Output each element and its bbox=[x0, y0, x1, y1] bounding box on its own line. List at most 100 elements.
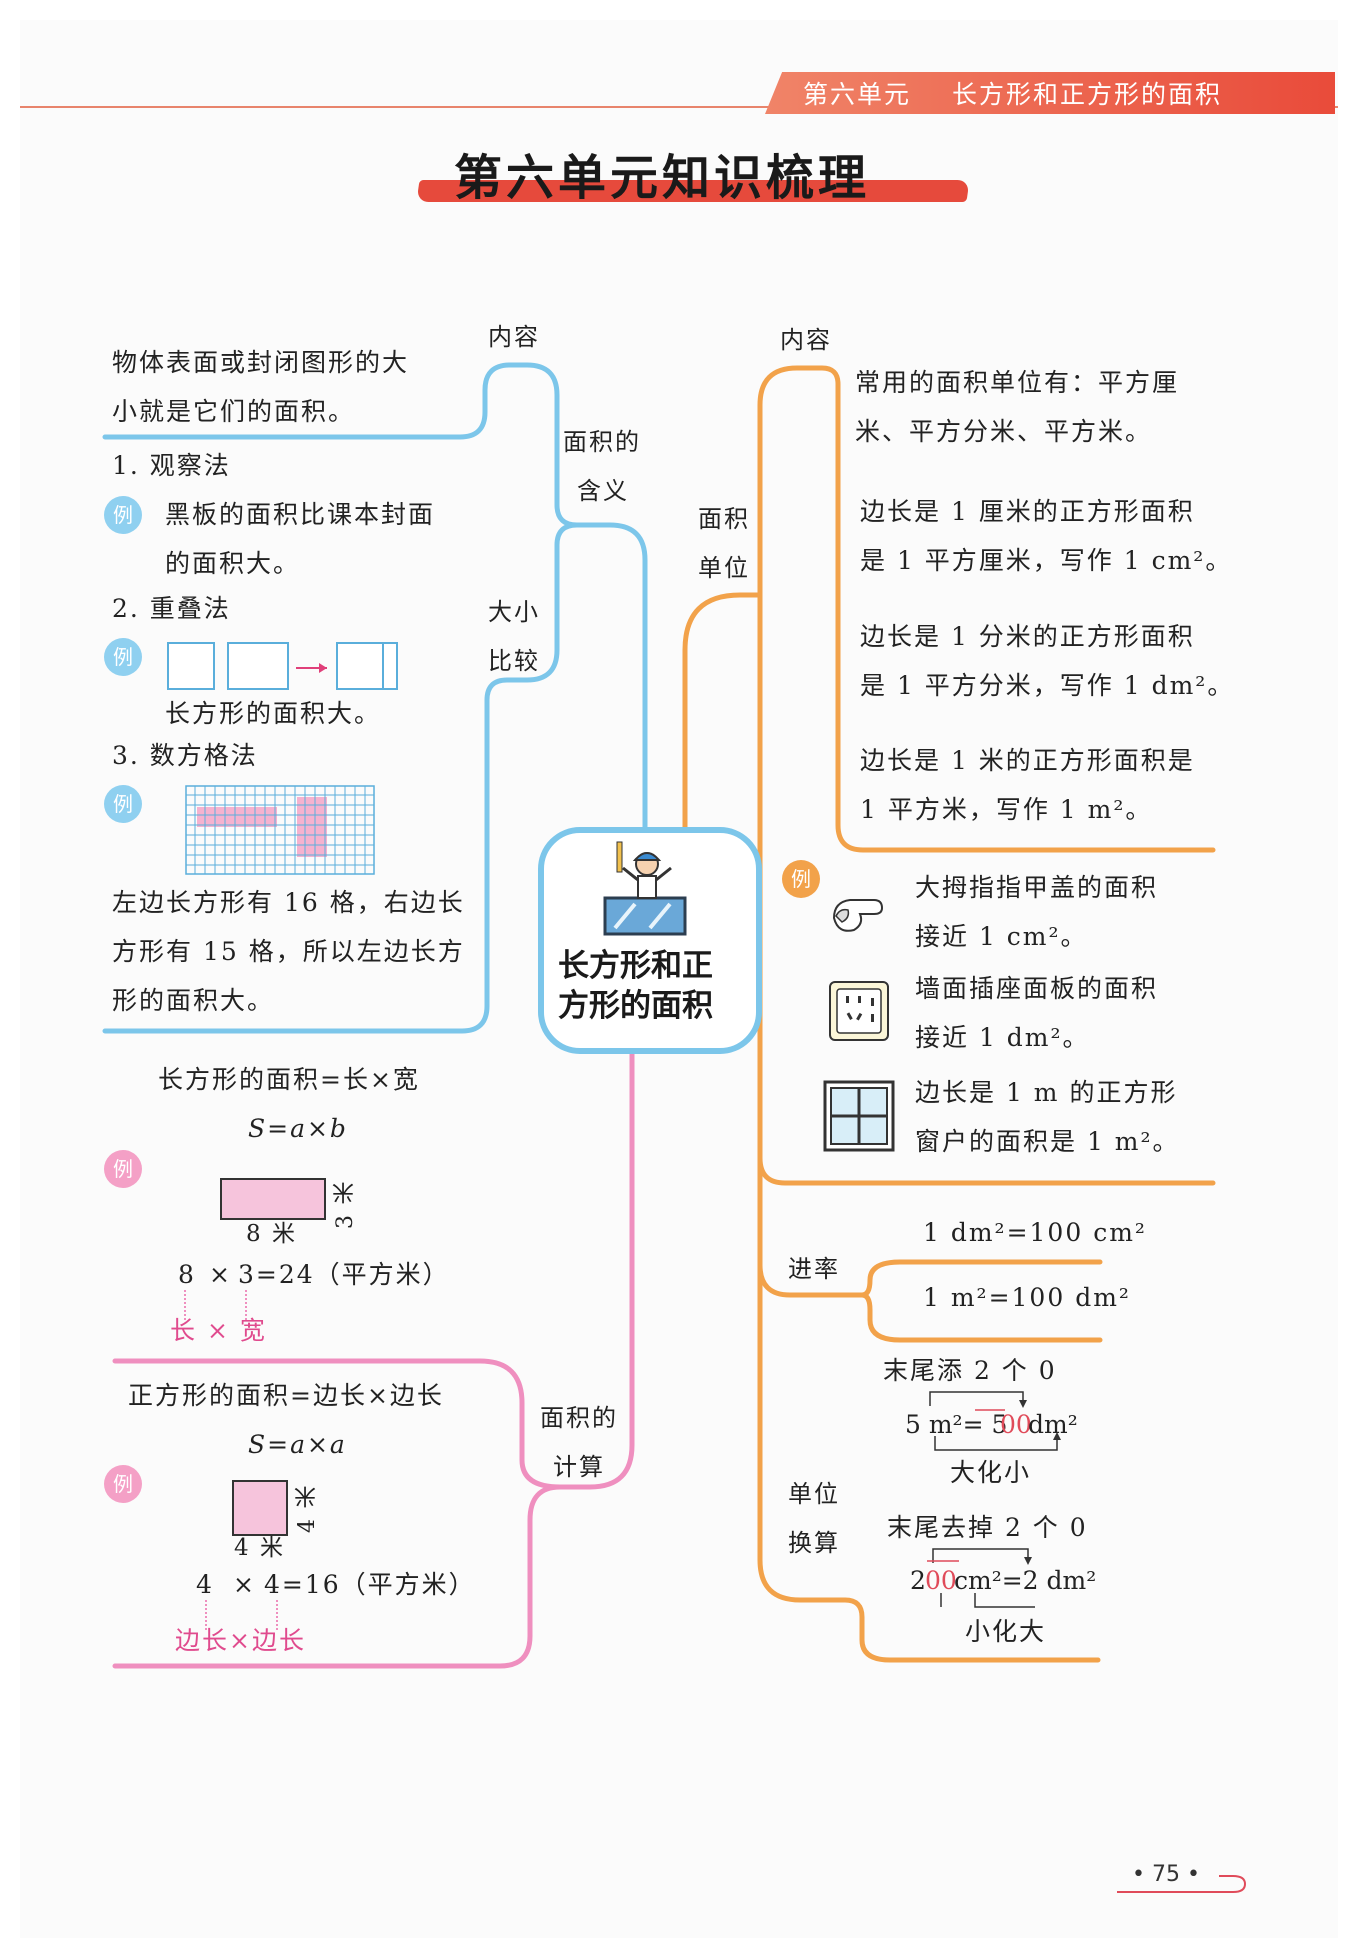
convert-add-zero: 末尾添 2 个 0 bbox=[883, 1356, 1057, 1385]
power-socket-icon bbox=[829, 981, 889, 1041]
units-m-line2: 1 平方米，写作 1 m²。 bbox=[860, 795, 1153, 824]
meaning-text-line1: 物体表面或封闭图形的大 bbox=[112, 348, 410, 377]
example-badge-4: 例 bbox=[104, 1150, 142, 1188]
window-text-line2: 窗户的面积是 1 m²。 bbox=[915, 1127, 1180, 1156]
rect-height-label: 3 米 bbox=[333, 1180, 358, 1229]
square-hint-dotted-2 bbox=[276, 1600, 278, 1630]
window-icon bbox=[823, 1080, 895, 1152]
units-cm-line1: 边长是 1 厘米的正方形面积 bbox=[860, 497, 1195, 526]
center-title-line2: 方形的面积 bbox=[558, 988, 713, 1024]
compare-method2-example: 长方形的面积大。 bbox=[165, 699, 382, 728]
branch-line-compare bbox=[102, 522, 580, 1034]
convert-eq2-c: cm²=2 dm² bbox=[954, 1566, 1097, 1595]
square-area-formula: 正方形的面积=边长×边长 bbox=[128, 1381, 444, 1410]
rect-equation-times: × bbox=[209, 1260, 232, 1289]
units-content-tag: 内容 bbox=[780, 326, 832, 354]
window-text-line1: 边长是 1 m 的正方形 bbox=[915, 1078, 1178, 1107]
rect-equation-hint: 长 × 宽 bbox=[170, 1316, 267, 1345]
square-example-shape bbox=[232, 1480, 288, 1536]
square-equation-a: 4 bbox=[196, 1570, 214, 1599]
meaning-label-line1: 面积的 bbox=[563, 428, 641, 456]
rect-area-formula: 长方形的面积=长×宽 bbox=[158, 1065, 420, 1094]
compare-method3-text-line3: 形的面积大。 bbox=[112, 986, 275, 1015]
meaning-text-line2: 小就是它们的面积。 bbox=[112, 397, 356, 426]
compare-method3-text-line2: 方形有 15 格，所以左边长方 bbox=[112, 937, 465, 966]
compare-label-line2: 比较 bbox=[488, 647, 540, 675]
student-with-board-icon bbox=[603, 841, 687, 936]
rate-eq1: 1 dm²=100 cm² bbox=[923, 1218, 1147, 1247]
convert-eq1-b: 00 bbox=[1000, 1410, 1032, 1439]
square-equation-hint: 边长×边长 bbox=[175, 1626, 306, 1655]
units-cm-line2: 是 1 平方厘米，写作 1 cm²。 bbox=[860, 546, 1233, 575]
meaning-content-tag: 内容 bbox=[488, 323, 540, 351]
center-title-line1: 长方形和正 bbox=[558, 948, 713, 984]
branch-line-calc-rect bbox=[112, 1045, 635, 1490]
thumb-text-line1: 大拇指指甲盖的面积 bbox=[915, 873, 1159, 902]
units-common-line1: 常用的面积单位有：平方厘 bbox=[855, 368, 1180, 397]
branch-line-calc-square bbox=[112, 1484, 563, 1669]
branch-line-rate bbox=[757, 1259, 1103, 1298]
square-height-label: 4 米 bbox=[295, 1484, 320, 1533]
compare-method1-example-line1: 黑板的面积比课本封面 bbox=[165, 500, 436, 529]
branch-line-rate2 bbox=[859, 1292, 1103, 1343]
compare-method2: 2. 重叠法 bbox=[112, 594, 231, 623]
convert-eq2-b: 00 bbox=[925, 1566, 957, 1595]
square-equation-times: × bbox=[233, 1570, 256, 1599]
example-badge-6: 例 bbox=[782, 860, 820, 898]
units-label-line2: 单位 bbox=[698, 554, 750, 582]
page-number-swoosh bbox=[1117, 1875, 1247, 1893]
compare-method3-text-line1: 左边长方形有 16 格，右边长 bbox=[112, 888, 465, 917]
rect-equation-rest: 3=24（平方米） bbox=[238, 1260, 450, 1289]
socket-text-line1: 墙面插座面板的面积 bbox=[915, 974, 1159, 1003]
square-area-symbol: S=a×a bbox=[248, 1430, 347, 1459]
header-unit-title: 长方形和正方形的面积 bbox=[952, 80, 1223, 109]
calc-label-line1: 面积的 bbox=[540, 1404, 618, 1432]
branch-line-units bbox=[682, 365, 1216, 853]
overlap-rectangles-diagram bbox=[167, 642, 398, 690]
convert-remove-zero: 末尾去掉 2 个 0 bbox=[887, 1513, 1088, 1542]
square-width-label: 4 米 bbox=[234, 1535, 285, 1561]
header-rule bbox=[20, 106, 1338, 108]
convert-eq1-a: 5 m²= 5 bbox=[905, 1410, 1008, 1439]
example-badge-1: 例 bbox=[104, 496, 142, 534]
compare-label-line1: 大小 bbox=[488, 598, 540, 626]
rect-example-shape bbox=[220, 1178, 326, 1220]
rate-eq2: 1 m²=100 dm² bbox=[923, 1283, 1131, 1312]
rect-hint-dotted-2 bbox=[245, 1290, 247, 1320]
compare-method1-example-line2: 的面积大。 bbox=[165, 549, 301, 578]
grid-squares-diagram bbox=[185, 785, 375, 875]
units-common-line2: 米、平方分米、平方米。 bbox=[855, 417, 1153, 446]
thumb-text-line2: 接近 1 cm²。 bbox=[915, 922, 1088, 951]
branch-line-meaning bbox=[102, 362, 648, 833]
rect-equation-a: 8 bbox=[178, 1260, 196, 1289]
example-badge-3: 例 bbox=[104, 785, 142, 823]
thumb-icon bbox=[832, 899, 884, 932]
units-dm-line2: 是 1 平方分米，写作 1 dm²。 bbox=[860, 671, 1235, 700]
header-unit-label: 第六单元 bbox=[803, 80, 912, 109]
rect-width-label: 8 米 bbox=[246, 1221, 297, 1247]
example-badge-2: 例 bbox=[104, 638, 142, 676]
convert-eq1-c: dm² bbox=[1028, 1410, 1078, 1439]
branch-line-trunk bbox=[757, 1155, 848, 1603]
rate-label: 进率 bbox=[788, 1255, 840, 1283]
branch-line-convert bbox=[842, 1597, 1101, 1663]
header-banner bbox=[765, 72, 1335, 114]
convert-label-line1: 单位 bbox=[788, 1480, 840, 1508]
compare-method1: 1. 观察法 bbox=[112, 451, 231, 480]
rect-hint-dotted-1 bbox=[184, 1290, 186, 1320]
units-m-line1: 边长是 1 米的正方形面积是 bbox=[860, 746, 1195, 775]
page-title: 第六单元知识梳理 bbox=[454, 150, 871, 206]
rect-area-symbol: S=a×b bbox=[248, 1114, 348, 1143]
convert-arrow-2 bbox=[927, 1548, 1035, 1608]
convert-eq2-a: 2 bbox=[910, 1566, 926, 1595]
convert-arrow-1 bbox=[929, 1391, 1061, 1451]
meaning-label-line2: 含义 bbox=[577, 477, 629, 505]
example-badge-5: 例 bbox=[104, 1465, 142, 1503]
convert-label-line2: 换算 bbox=[788, 1529, 840, 1557]
socket-text-line2: 接近 1 dm²。 bbox=[915, 1023, 1090, 1052]
compare-method3: 3. 数方格法 bbox=[112, 741, 258, 770]
convert-small-to-big: 小化大 bbox=[965, 1617, 1047, 1646]
calc-label-line2: 计算 bbox=[553, 1453, 605, 1481]
page-number: • 75 • bbox=[1132, 1862, 1200, 1887]
